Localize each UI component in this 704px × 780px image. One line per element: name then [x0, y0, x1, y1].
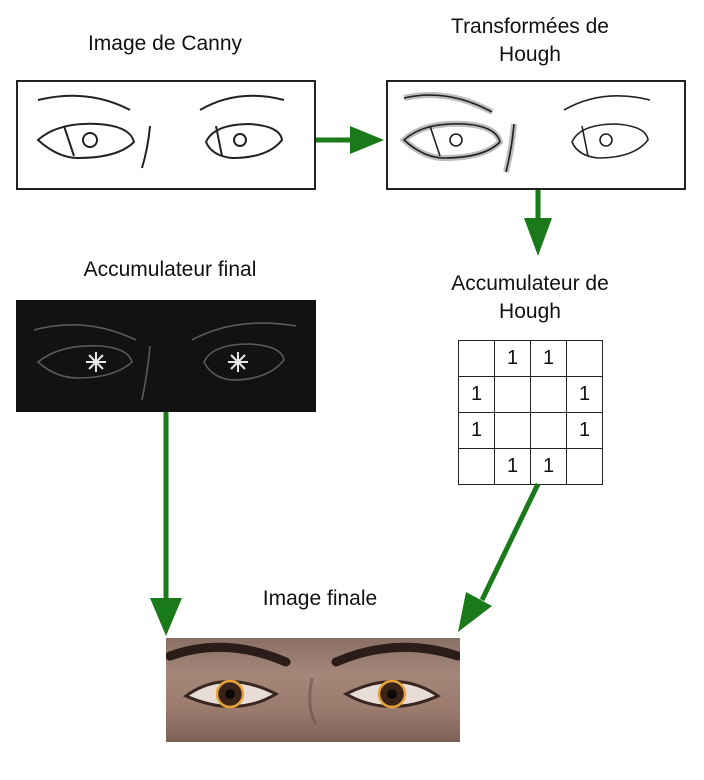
canny-label: Image de Canny — [87, 32, 243, 55]
canny-edges — [36, 94, 285, 169]
grid-row: 1 1 — [458, 448, 603, 485]
final-eyes-photo — [166, 642, 460, 725]
hough-edges — [399, 92, 651, 173]
grid-cell — [458, 448, 495, 485]
grid-cell — [530, 376, 567, 413]
grid-row: 1 1 — [458, 376, 603, 413]
grid-cell — [494, 412, 531, 449]
grid-row: 1 1 — [458, 412, 603, 449]
grid-cell: 1 — [530, 340, 567, 377]
grid-cell: 1 — [530, 448, 567, 485]
grid-cell: 1 — [458, 412, 495, 449]
final-image-label: Image finale — [262, 587, 378, 610]
accumulator-final-edges — [33, 322, 297, 401]
grid-cell — [566, 340, 603, 377]
grid-cell — [566, 448, 603, 485]
grid-cell: 1 — [458, 376, 495, 413]
arrow-grid-to-image — [479, 482, 541, 602]
accumulator-final-label: Accumulateur final — [83, 258, 257, 281]
canny-image-panel — [16, 80, 316, 190]
grid-cell — [494, 376, 531, 413]
hough-transforms-panel — [386, 80, 686, 190]
hough-transforms-label: Transformées de Hough — [451, 15, 609, 66]
final-image-panel — [166, 638, 460, 742]
accumulator-grid: 1 1 1 1 1 1 1 1 — [458, 340, 603, 485]
accumulator-final-panel — [16, 300, 316, 412]
accumulator-hough-label: Accumulateur de Hough — [451, 272, 609, 323]
grid-cell: 1 — [494, 448, 531, 485]
grid-cell: 1 — [566, 412, 603, 449]
grid-cell — [458, 340, 495, 377]
grid-row: 1 1 — [458, 340, 603, 377]
grid-cell: 1 — [566, 376, 603, 413]
grid-cell — [530, 412, 567, 449]
grid-cell: 1 — [494, 340, 531, 377]
